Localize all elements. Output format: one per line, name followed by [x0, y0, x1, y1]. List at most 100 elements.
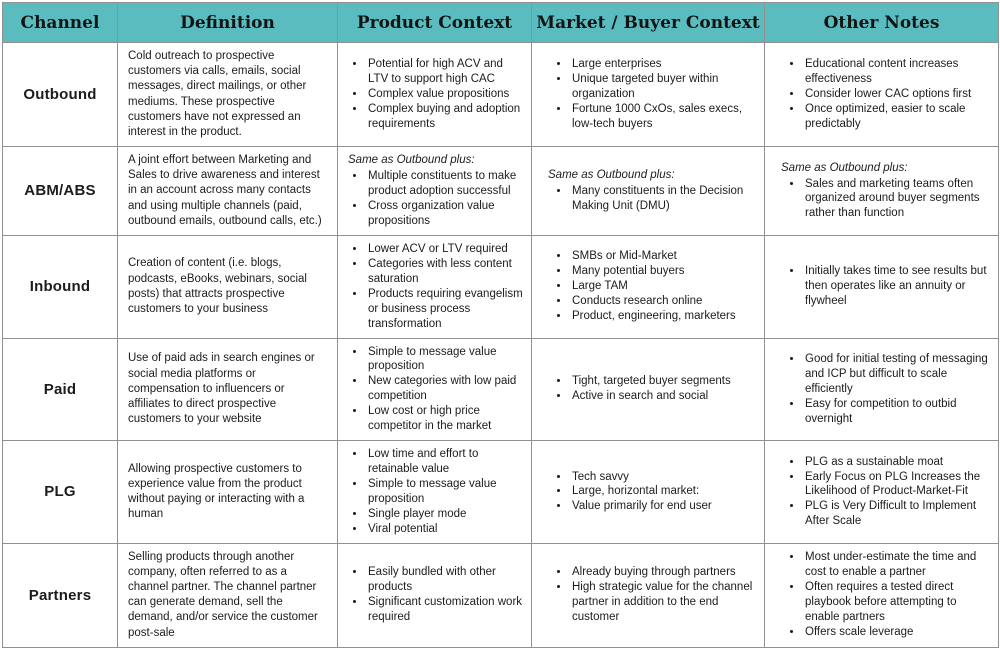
bullet-item: Early Focus on PLG Increases the Likelih… — [803, 470, 990, 500]
bullet-list: Low time and effort to retainable valueS… — [344, 447, 523, 537]
bullet-list: Tech savvyLarge, horizontal market:Value… — [538, 470, 756, 515]
bullet-item: Offers scale leverage — [803, 625, 990, 640]
bullet-item: PLG is Very Difficult to Implement After… — [803, 499, 990, 529]
other-notes-cell: Most under-estimate the time and cost to… — [764, 542, 999, 648]
market-buyer-context-cell: Tech savvyLarge, horizontal market:Value… — [531, 440, 765, 544]
bullet-item: Cross organization value propositions — [366, 199, 523, 229]
bullet-item: Multiple constituents to make product ad… — [366, 169, 523, 199]
definition-cell: Cold outreach to prospective customers v… — [117, 41, 338, 148]
bullet-list: PLG as a sustainable moatEarly Focus on … — [771, 455, 990, 530]
bullet-item: Significant customization work required — [366, 595, 523, 625]
bullet-item: Low time and effort to retainable value — [366, 447, 523, 477]
bullet-list: Initially takes time to see results but … — [771, 264, 990, 309]
bullet-item: Viral potential — [366, 522, 523, 537]
bullet-item: Products requiring evangelism or busines… — [366, 287, 523, 332]
bullet-item: SMBs or Mid-Market — [570, 249, 756, 264]
bullet-item: Most under-estimate the time and cost to… — [803, 550, 990, 580]
bullet-item: Fortune 1000 CxOs, sales execs, low-tech… — [570, 102, 756, 132]
market-buyer-context-cell: Large enterprisesUnique targeted buyer w… — [531, 41, 765, 148]
bullet-item: Large, horizontal market: — [570, 484, 756, 499]
table-header-row: Channel Definition Product Context Marke… — [2, 2, 999, 43]
product-context-cell: Lower ACV or LTV requiredCategories with… — [337, 234, 532, 339]
other-notes-cell: Initially takes time to see results but … — [764, 234, 999, 339]
definition-cell: A joint effort between Marketing and Sal… — [117, 146, 338, 236]
bullet-item: Once optimized, easier to scale predicta… — [803, 102, 990, 132]
market-buyer-context-cell: Already buying through partnersHigh stra… — [531, 542, 765, 648]
bullet-list: SMBs or Mid-MarketMany potential buyersL… — [538, 249, 756, 324]
market-buyer-context-cell: Same as Outbound plus: Many constituents … — [531, 146, 765, 236]
bullet-item: Simple to message value proposition — [366, 477, 523, 507]
other-notes-cell: Educational content increases effectiven… — [764, 41, 999, 148]
other-notes-cell: Same as Outbound plus: Sales and marketin… — [764, 146, 999, 236]
bullet-list: Educational content increases effectiven… — [771, 57, 990, 132]
definition-cell: Use of paid ads in search engines or soc… — [117, 337, 338, 442]
bullet-list: Lower ACV or LTV requiredCategories with… — [344, 242, 523, 332]
bullet-item: Complex value propositions — [366, 87, 523, 102]
market-buyer-context-cell: Tight, targeted buyer segmentsActive in … — [531, 337, 765, 442]
bullet-list: Already buying through partnersHigh stra… — [538, 565, 756, 625]
same-as-outbound-note: Same as Outbound plus: — [548, 169, 675, 182]
bullet-item: Consider lower CAC options first — [803, 87, 990, 102]
other-notes-cell: Good for initial testing of messaging an… — [764, 337, 999, 442]
bullet-list: Multiple constituents to make product ad… — [344, 169, 523, 229]
bullet-list: Good for initial testing of messaging an… — [771, 352, 990, 427]
product-context-cell: Simple to message value propositionNew c… — [337, 337, 532, 442]
other-notes-cell: PLG as a sustainable moatEarly Focus on … — [764, 440, 999, 544]
bullet-list: Tight, targeted buyer segmentsActive in … — [538, 374, 756, 404]
bullet-item: Product, engineering, marketers — [570, 309, 756, 324]
bullet-item: Potential for high ACV and LTV to suppor… — [366, 57, 523, 87]
product-context-cell: Low time and effort to retainable valueS… — [337, 440, 532, 544]
bullet-item: Conducts research online — [570, 294, 756, 309]
bullet-item: Good for initial testing of messaging an… — [803, 352, 990, 397]
bullet-list: Sales and marketing teams often organize… — [771, 177, 990, 222]
bullet-item: Many potential buyers — [570, 264, 756, 279]
bullet-item: Active in search and social — [570, 389, 756, 404]
channel-cell: PLG — [2, 440, 118, 544]
bullet-item: Value primarily for end user — [570, 499, 756, 514]
bullet-list: Large enterprisesUnique targeted buyer w… — [538, 57, 756, 132]
header-other-notes: Other Notes — [764, 2, 999, 43]
bullet-item: Tech savvy — [570, 470, 756, 485]
bullet-list: Most under-estimate the time and cost to… — [771, 550, 990, 640]
bullet-list: Easily bundled with other productsSignif… — [344, 565, 523, 625]
bullet-item: Already buying through partners — [570, 565, 756, 580]
product-context-cell: Easily bundled with other productsSignif… — [337, 542, 532, 648]
same-as-outbound-note: Same as Outbound plus: — [348, 154, 475, 167]
bullet-item: PLG as a sustainable moat — [803, 455, 990, 470]
market-buyer-context-cell: SMBs or Mid-MarketMany potential buyersL… — [531, 234, 765, 339]
bullet-item: Large enterprises — [570, 57, 756, 72]
same-as-outbound-note: Same as Outbound plus: — [781, 161, 908, 174]
bullet-item: Lower ACV or LTV required — [366, 242, 523, 257]
bullet-item: Educational content increases effectiven… — [803, 57, 990, 87]
bullet-item: Unique targeted buyer within organizatio… — [570, 72, 756, 102]
bullet-item: High strategic value for the channel par… — [570, 580, 756, 625]
header-product-context: Product Context — [337, 2, 532, 43]
channel-cell: ABM/ABS — [2, 146, 118, 236]
bullet-item: Easily bundled with other products — [366, 565, 523, 595]
header-definition: Definition — [117, 2, 338, 43]
product-context-cell: Same as Outbound plus: Multiple constitue… — [337, 146, 532, 236]
header-channel: Channel — [2, 2, 118, 43]
bullet-list: Potential for high ACV and LTV to suppor… — [344, 57, 523, 132]
definition-cell: Creation of content (i.e. blogs, podcast… — [117, 234, 338, 339]
channel-cell: Inbound — [2, 234, 118, 339]
bullet-item: Tight, targeted buyer segments — [570, 374, 756, 389]
bullet-item: Low cost or high price competitor in the… — [366, 404, 523, 434]
definition-cell: Allowing prospective customers to experi… — [117, 440, 338, 544]
channel-cell: Outbound — [2, 41, 118, 148]
definition-cell: Selling products through another company… — [117, 542, 338, 648]
bullet-list: Many constituents in the Decision Making… — [538, 184, 756, 214]
channel-cell: Paid — [2, 337, 118, 442]
bullet-list: Simple to message value propositionNew c… — [344, 345, 523, 435]
bullet-item: Simple to message value proposition — [366, 345, 523, 375]
bullet-item: New categories with low paid competition — [366, 374, 523, 404]
header-market-buyer-context: Market / Buyer Context — [531, 2, 765, 43]
